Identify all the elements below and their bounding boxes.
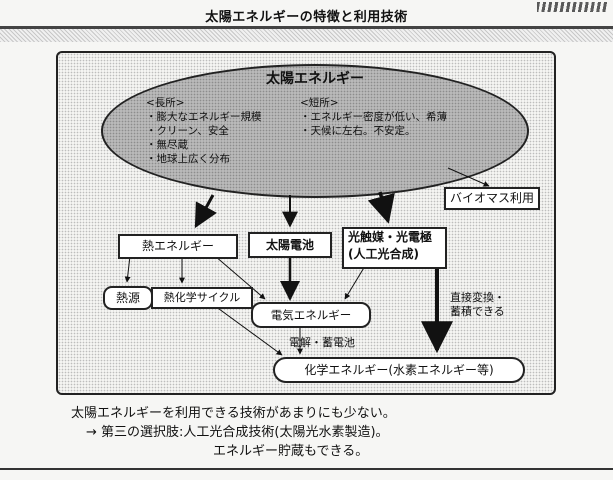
cons-item: ・天候に左右。不安定。 <box>300 125 416 137</box>
pros-heading: <長所> <box>146 97 185 109</box>
box-electric-energy: 電気エネルギー <box>251 302 371 328</box>
arrow-to-photocatalyst <box>367 191 395 224</box>
summary-line-2: → 第三の選択肢:人工光合成技術(太陽光水素製造)。 <box>86 425 389 440</box>
pros-item: ・膨大なエネルギー規模 <box>146 111 262 123</box>
box-heat-energy: 熱エネルギー <box>118 234 238 259</box>
cons-item: ・エネルギー密度が低い、希薄 <box>300 111 447 123</box>
header-band <box>0 29 613 42</box>
pros-list: <長所> ・膨大なエネルギー規模 ・クリーン、安全 ・無尽蔵 ・地球上広く分布 <box>146 96 262 166</box>
photocatalyst-line1: 光触媒・光電極 <box>348 230 433 244</box>
box-solar-cell: 太陽電池 <box>248 232 332 258</box>
footer-rule <box>0 468 613 470</box>
arrow-to-heat-source <box>124 255 131 283</box>
arrow-photocatalyst-to-electric <box>344 265 366 300</box>
box-heat-source: 熱源 <box>103 286 153 310</box>
header-rule <box>0 26 613 29</box>
label-direct-conversion: 直接変換・ 蓄積できる <box>450 291 505 319</box>
label-electrolysis: 電解・蓄電池 <box>289 336 355 349</box>
pros-item: ・クリーン、安全 <box>146 125 229 137</box>
ellipse-title: 太陽エネルギー <box>266 71 364 87</box>
arrow-thermochemical-to-chemical <box>214 305 283 356</box>
arrow-heat-to-electric <box>214 255 266 300</box>
box-photocatalyst: 光触媒・光電極 (人工光合成) <box>342 227 447 269</box>
pros-item: ・地球上広く分布 <box>146 153 230 165</box>
cons-list: <短所> ・エネルギー密度が低い、希薄 ・天候に左右。不安定。 <box>300 96 447 138</box>
summary-line-3: エネルギー貯蔵もできる。 <box>213 444 369 459</box>
direct-line1: 直接変換・ <box>450 291 505 304</box>
box-biomass: バイオマス利用 <box>444 187 540 210</box>
pros-item: ・無尽蔵 <box>146 139 188 151</box>
corner-logo <box>537 2 607 12</box>
arrow-to-biomass <box>447 167 490 187</box>
box-thermochemical-cycle: 熱化学サイクル <box>151 287 253 309</box>
arrow-to-heat <box>194 194 217 229</box>
box-chemical-energy: 化学エネルギー(水素エネルギー等) <box>273 357 525 383</box>
cons-heading: <短所> <box>300 97 339 109</box>
photocatalyst-line2: (人工光合成) <box>348 247 419 261</box>
direct-line2: 蓄積できる <box>450 305 505 318</box>
summary-line-1: 太陽エネルギーを利用できる技術があまりにも少ない。 <box>71 406 396 421</box>
solar-energy-ellipse <box>101 64 529 198</box>
page-title: 太陽エネルギーの特徴と利用技術 <box>205 10 408 25</box>
